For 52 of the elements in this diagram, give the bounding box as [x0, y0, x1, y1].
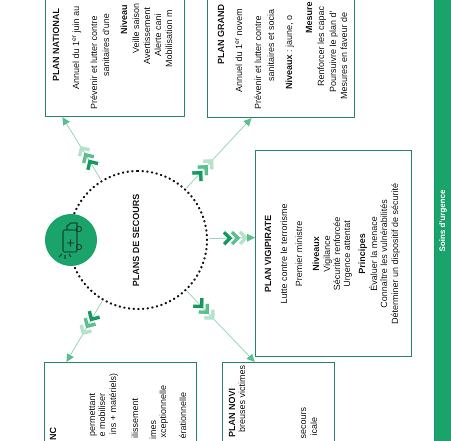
section-heading: Principes	[357, 232, 367, 276]
plan-text: Renforcer les capac	[316, 6, 326, 86]
section-heading: Niveau	[119, 4, 129, 34]
plan-text: Mesures en faveur de	[339, 12, 349, 99]
side-band-label: Soins d'urgence	[438, 190, 448, 252]
plan-text: Poursuivre le plan d'	[328, 10, 338, 92]
chevron-arrow	[186, 290, 256, 362]
plan-text: Mobilisation m	[164, 9, 174, 67]
plan-title: PLAN VIGIPIRATE	[263, 214, 273, 294]
chevron-arrow	[66, 300, 103, 362]
plan-text: Évaluer la menace	[369, 215, 379, 293]
plan-text: sanitaires et socia	[266, 8, 276, 81]
plan-text: breuses victimes	[237, 365, 247, 432]
plan-text: Lutte contre le terrorisme	[279, 202, 289, 306]
plan-text: Prévenir et lutter contre	[253, 15, 263, 109]
plan-text: Avertissement	[142, 7, 152, 64]
plan-title: PLAN NATIONAL	[51, 8, 61, 81]
section-heading: Mesure	[304, 1, 314, 33]
plan-text: Niveaux : jaune, o	[284, 14, 294, 89]
chevron-arrow	[62, 116, 102, 180]
plan-text: sanitaires d'une	[101, 13, 111, 76]
plan-text: icale	[309, 417, 319, 436]
plan-text: permettant	[87, 393, 97, 436]
plan-text: Veille saison	[131, 2, 141, 53]
plan-text: érationnelle	[178, 392, 188, 439]
plan-title: NC	[48, 427, 58, 440]
plan-box	[222, 362, 335, 441]
plan-text: secours	[298, 407, 308, 439]
plan-text: e mobiliser	[97, 393, 107, 437]
chevron-arrow	[208, 230, 256, 246]
plan-text: Déterminer un dispositif de sécurité	[390, 182, 400, 326]
plan-box	[255, 150, 412, 357]
side-band	[434, 0, 451, 441]
plan-title: PLAN NOVI	[227, 388, 237, 438]
plan-text: Vigilance	[322, 234, 332, 274]
plan-text: ins + matériels)	[108, 373, 118, 434]
circle-title: PLANS DE SECOURS	[131, 192, 141, 288]
plan-text: Urgence attentat	[342, 219, 352, 289]
plan-text: Alerte cani	[153, 13, 163, 56]
plan-text: ilissement	[130, 398, 140, 438]
plan-box	[45, 0, 185, 117]
plan-title: PLAN GRAND	[216, 4, 226, 64]
plan-text: imes	[148, 420, 158, 440]
plan-box	[207, 0, 355, 118]
plan-text: xceptionnelle	[158, 385, 168, 438]
chevron-arrow	[186, 118, 252, 188]
plan-text: Sécurité renforcée	[332, 216, 342, 292]
section-heading: Niveaux	[311, 235, 321, 273]
plan-text: Connaître les vulnérabilités	[379, 198, 389, 310]
plan-text: Premier ministre	[294, 220, 304, 288]
plan-text: Prévenir et lutter contre	[89, 15, 99, 109]
plan-box	[44, 362, 197, 441]
